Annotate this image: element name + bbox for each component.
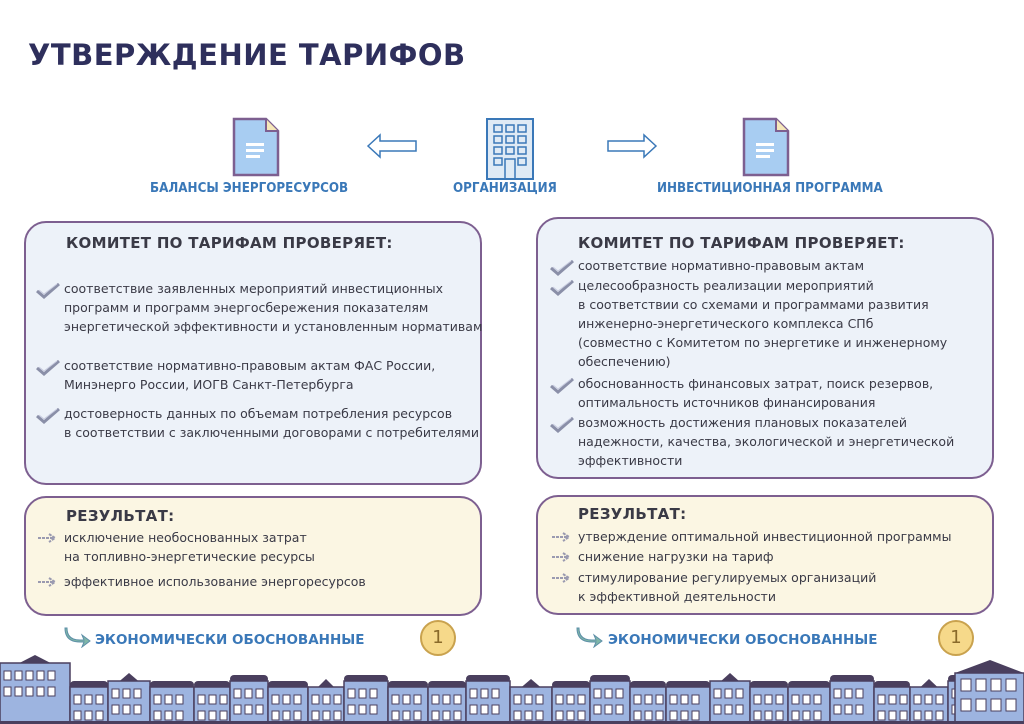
left-footer-label: ЭКОНОМИЧЕСКИ ОБОСНОВАННЫЕ — [95, 632, 365, 648]
item-line: целесообразность реализации мероприятий — [578, 278, 874, 293]
item-line: утверждение оптимальной инвестиционной п… — [578, 529, 952, 544]
left-result-heading: РЕЗУЛЬТАТ: — [66, 507, 175, 525]
checkmark-icon — [550, 378, 574, 394]
item-line: обоснованность финансовых затрат, поиск … — [578, 376, 934, 391]
result-item: эффективное использование энергоресурсов — [38, 572, 366, 591]
item-line: в соответствии с заключенными договорами… — [64, 425, 479, 440]
checkmark-icon — [550, 280, 574, 296]
item-line: эффективности — [578, 453, 683, 468]
check-item: соответствие нормативно-правовым актам — [550, 256, 865, 276]
document-icon-balances — [232, 117, 280, 177]
coin-icon: 1 — [938, 620, 974, 656]
item-line: к эффективной деятельности — [578, 589, 776, 604]
item-line: энергетической эффективности и установле… — [64, 319, 483, 334]
result-item: утверждение оптимальной инвестиционной п… — [552, 527, 952, 546]
arrow-bullet-icon — [552, 552, 571, 562]
arrow-bullet-icon — [552, 573, 571, 583]
item-line: надежности, качества, экологической и эн… — [578, 434, 955, 449]
item-line: стимулирование регулируемых организаций — [578, 570, 877, 585]
right-footer-label: ЭКОНОМИЧЕСКИ ОБОСНОВАННЫЕ — [608, 632, 878, 648]
checkmark-icon — [550, 260, 574, 276]
check-item: обоснованность финансовых затрат, поиск … — [550, 374, 934, 412]
item-line: эффективное использование энергоресурсов — [64, 574, 366, 589]
item-line: Минэнерго России, ИОГВ Санкт-Петербурга — [64, 377, 354, 392]
item-line: обеспечению) — [578, 354, 671, 369]
arrow-right-icon — [607, 133, 658, 159]
item-line: инженерно-энергетического комплекса СПб — [578, 316, 874, 331]
item-line: достоверность данных по объемам потребле… — [64, 406, 453, 421]
checkmark-icon — [36, 360, 60, 376]
arrow-left-icon — [366, 133, 417, 159]
check-item: соответствие нормативно-правовым актам Ф… — [36, 356, 436, 394]
check-item: достоверность данных по объемам потребле… — [36, 404, 479, 442]
left-check-heading: КОМИТЕТ ПО ТАРИФАМ ПРОВЕРЯЕТ: — [66, 234, 393, 252]
item-line: (совместно с Комитетом по энергетике и и… — [578, 335, 948, 350]
label-organization: ОРГАНИЗАЦИЯ — [453, 181, 557, 196]
curved-arrow-icon — [576, 627, 603, 648]
arrow-bullet-icon — [38, 577, 57, 587]
item-line: соответствие нормативно-правовым актам — [578, 258, 865, 273]
checkmark-icon — [36, 283, 60, 299]
result-item: снижение нагрузки на тариф — [552, 547, 774, 566]
right-check-heading: КОМИТЕТ ПО ТАРИФАМ ПРОВЕРЯЕТ: — [578, 234, 905, 252]
check-item: целесообразность реализации мероприятий в… — [550, 276, 948, 371]
item-line: исключение необоснованных затрат — [64, 530, 307, 545]
check-item: соответствие заявленных мероприятий инве… — [36, 279, 483, 336]
item-line: возможность достижения плановых показате… — [578, 415, 907, 430]
right-result-heading: РЕЗУЛЬТАТ: — [578, 505, 687, 523]
label-balances: БАЛАНСЫ ЭНЕРГОРЕСУРСОВ — [150, 181, 349, 196]
coin-icon: 1 — [420, 620, 456, 656]
checkmark-icon — [36, 408, 60, 424]
building-icon — [486, 118, 534, 180]
item-line: программ и программ энергосбережения пок… — [64, 300, 429, 315]
item-line: в соответствии со схемами и программами … — [578, 297, 929, 312]
label-investment-program: ИНВЕСТИЦИОННАЯ ПРОГРАММА — [657, 181, 883, 196]
item-line: снижение нагрузки на тариф — [578, 549, 774, 564]
right-check-box — [536, 217, 994, 479]
checkmark-icon — [550, 417, 574, 433]
result-item: стимулирование регулируемых организаций к… — [552, 568, 877, 606]
city-skyline-illustration — [0, 655, 1024, 724]
left-check-box — [24, 221, 482, 485]
curved-arrow-icon — [64, 627, 91, 648]
right-result-box — [536, 495, 994, 615]
item-line: оптимальность источников финансирования — [578, 395, 876, 410]
item-line: соответствие нормативно-правовым актам Ф… — [64, 358, 436, 373]
left-result-box — [24, 496, 482, 616]
arrow-bullet-icon — [38, 533, 57, 543]
item-line: на топливно-энергетические ресурсы — [64, 549, 315, 564]
page-title: УТВЕРЖДЕНИЕ ТАРИФОВ — [28, 38, 466, 72]
check-item: возможность достижения плановых показате… — [550, 413, 955, 470]
item-line: соответствие заявленных мероприятий инве… — [64, 281, 444, 296]
arrow-bullet-icon — [552, 532, 571, 542]
document-icon-investment — [742, 117, 790, 177]
result-item: исключение необоснованных затрат на топли… — [38, 528, 315, 566]
